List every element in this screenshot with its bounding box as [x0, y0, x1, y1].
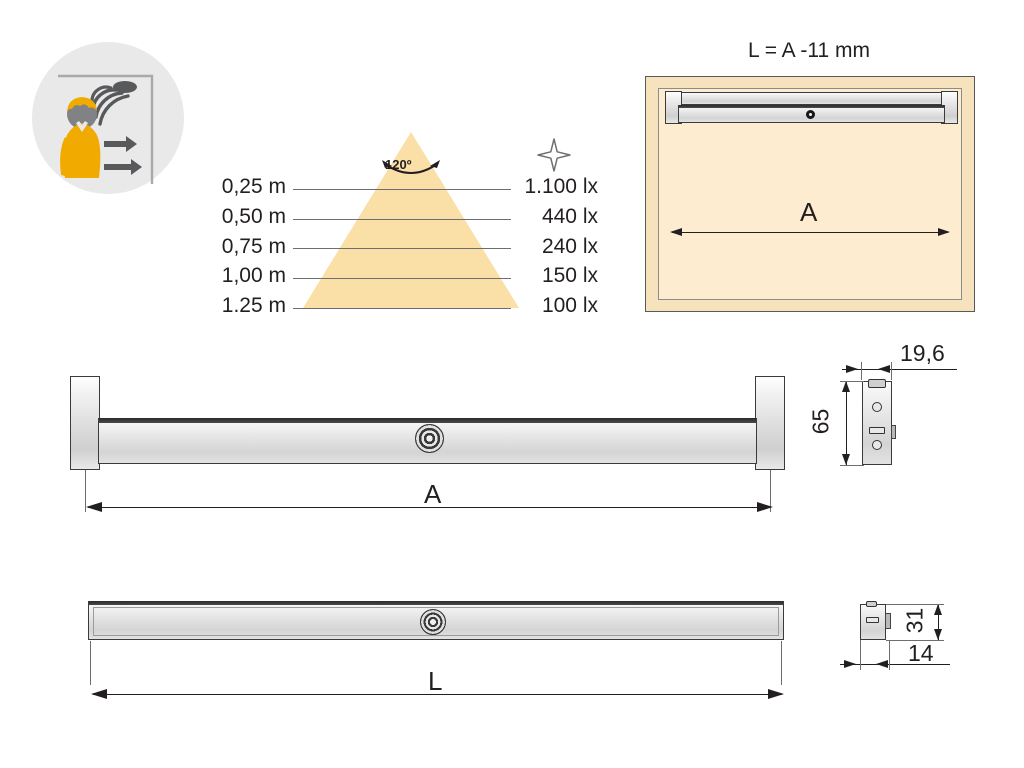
- front-view-dimension-a-label: A: [424, 479, 442, 509]
- side-view-side-tab: [891, 425, 896, 439]
- bottom-view-dimension-l-label: L: [428, 666, 443, 696]
- distance-label-2: 0,50 m: [221, 205, 286, 228]
- bottom-side-view-width-arrow-right: [876, 660, 888, 668]
- front-view-ext-line-left: [85, 470, 86, 512]
- bottom-side-view-height-witness-bottom: [886, 640, 944, 641]
- brightness-star-icon: [535, 136, 573, 179]
- bottom-view-dimension-l-arrow-right: [768, 689, 784, 699]
- side-view-lower-mounting-hole: [872, 440, 882, 450]
- cabinet-dimension-a-line: [672, 232, 948, 233]
- side-view-height-dimension-line: [846, 381, 847, 465]
- beam-angle-svg: [382, 160, 440, 174]
- bottom-side-view-height-arrow-up: [934, 604, 942, 615]
- length-formula-label: L = A -11 mm: [748, 39, 870, 62]
- cone-reference-line-2: [293, 219, 511, 220]
- cone-reference-line-5: [293, 308, 511, 309]
- side-view-height-witness-bottom: [840, 465, 864, 466]
- bottom-side-view-top-clip: [866, 601, 877, 607]
- side-view-top-clip: [868, 379, 886, 388]
- bottom-side-view-height-label: 31: [901, 607, 928, 634]
- cabinet-dimension-a-arrow-right: [938, 228, 950, 236]
- side-view-width-arrow-right: [878, 365, 890, 373]
- bottom-view-dimension-l-arrow-left: [91, 689, 107, 699]
- distance-label-4: 1,00 m: [221, 264, 286, 287]
- bottom-side-view-height-witness-top: [886, 604, 944, 605]
- side-view-width-witness-right: [891, 362, 892, 380]
- distance-label-3: 0,75 m: [221, 235, 286, 258]
- front-view-left-bracket: [70, 376, 100, 470]
- cabinet-fixture-sensor-icon: [806, 110, 815, 119]
- bottom-side-view-height-dimension-line: [938, 604, 939, 640]
- cabinet-fixture-back-rail: [668, 92, 954, 105]
- distance-label-5: 1.25 m: [221, 294, 286, 317]
- front-view-top-strip: [99, 418, 756, 423]
- bottom-side-view-width-label: 14: [908, 640, 934, 666]
- light-beam-cone: [296, 132, 526, 313]
- front-view-dimension-a-arrow-right: [757, 502, 773, 512]
- cabinet-dimension-a-arrow-left: [670, 228, 682, 236]
- bottom-view-ext-line-left: [90, 641, 91, 685]
- side-view-profile-body: [862, 381, 892, 465]
- side-view-width-witness-left: [861, 362, 862, 380]
- beam-angle-label: 120º: [385, 157, 412, 172]
- cone-reference-line-4: [293, 278, 511, 279]
- side-view-upper-mounting-hole: [872, 402, 882, 412]
- bottom-view-sensor-icon: [420, 609, 446, 635]
- side-view-height-witness-top: [840, 381, 864, 382]
- illuminance-label-1: 1.100 lx: [524, 175, 598, 198]
- front-view-sensor-icon: [415, 424, 444, 453]
- front-view-dimension-a-line: [88, 507, 771, 508]
- bottom-view-inner-outline: [93, 607, 779, 636]
- illuminance-label-5: 100 lx: [541, 294, 598, 317]
- bottom-view-ext-line-right: [781, 641, 782, 685]
- cabinet-inner-panel: [658, 88, 962, 300]
- beam-angle-arc: [378, 150, 444, 187]
- front-view-right-bracket: [755, 376, 785, 470]
- sparkle-svg: [537, 138, 571, 172]
- side-view-width-dimension-line: [842, 369, 957, 370]
- cabinet-dimension-a-label: A: [800, 197, 818, 227]
- bottom-side-view-cable-slot: [866, 617, 879, 623]
- bottom-view-top-strip: [89, 601, 783, 605]
- side-view-height-arrow-down: [842, 454, 850, 465]
- cone-reference-line-1: [293, 189, 511, 190]
- bottom-view-dimension-l-line: [93, 694, 782, 695]
- cone-reference-line-3: [293, 248, 511, 249]
- bottom-side-view-side-tab: [885, 613, 891, 629]
- motion-sensor-svg: [58, 74, 154, 184]
- bottom-side-view-width-witness-right: [889, 640, 890, 670]
- cabinet-fixture-top-strip: [679, 105, 944, 108]
- side-view-cable-slot: [869, 427, 885, 434]
- bottom-side-view-width-dimension-line: [840, 664, 950, 665]
- illuminance-label-3: 240 lx: [541, 235, 598, 258]
- side-view-width-arrow-left: [846, 365, 858, 373]
- side-view-width-label: 19,6: [900, 340, 945, 366]
- side-view-height-label: 65: [807, 408, 834, 435]
- front-view-ext-line-right: [770, 470, 771, 512]
- light-beam-svg: [303, 132, 519, 308]
- bottom-side-view-height-arrow-down: [934, 629, 942, 640]
- motion-sensor-illustration: [32, 42, 184, 194]
- bottom-side-view-width-arrow-left: [844, 660, 856, 668]
- bottom-side-view-width-witness-left: [860, 640, 861, 670]
- illuminance-label-4: 150 lx: [541, 264, 598, 287]
- side-view-height-arrow-up: [842, 381, 850, 392]
- illuminance-label-2: 440 lx: [541, 205, 598, 228]
- front-view-dimension-a-arrow-left: [86, 502, 102, 512]
- distance-label-1: 0,25 m: [221, 175, 286, 198]
